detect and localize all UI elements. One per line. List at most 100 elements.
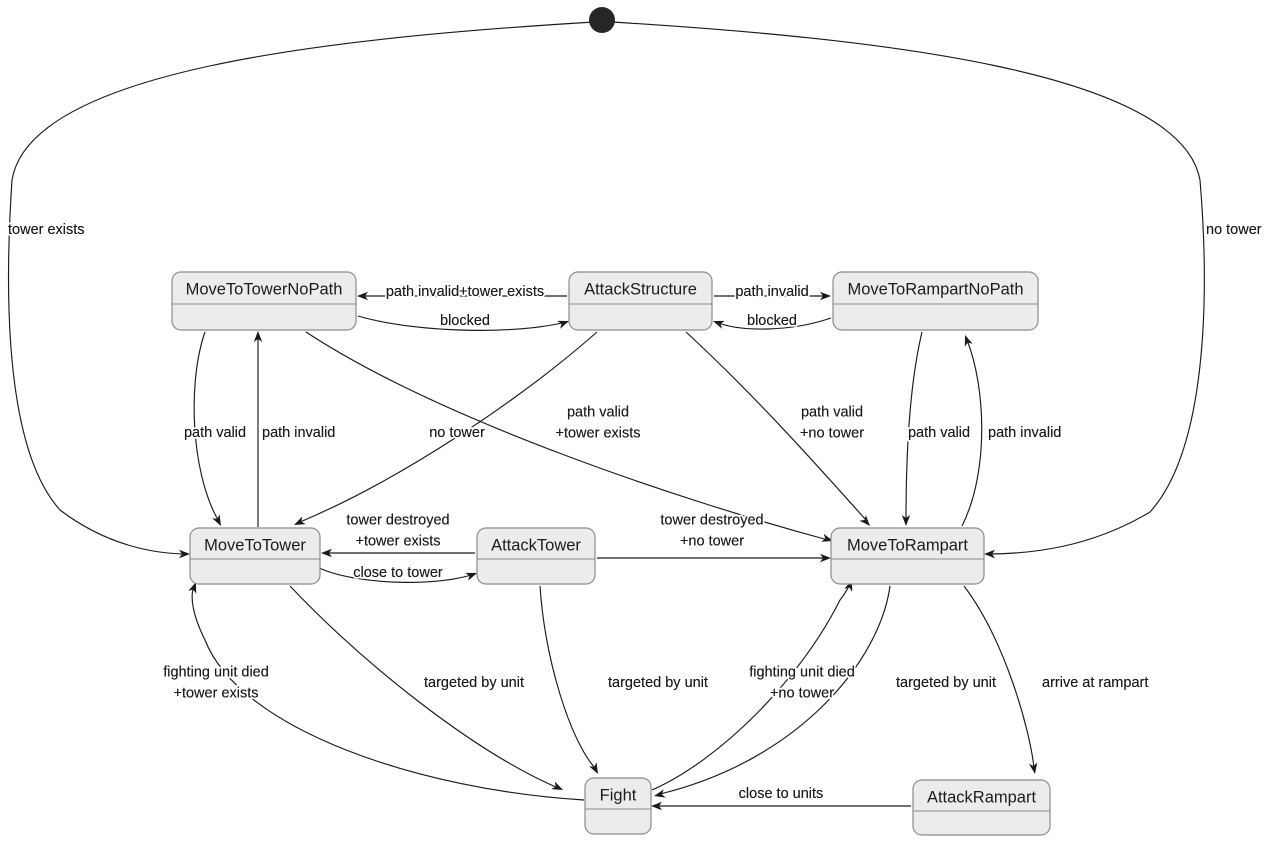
edge-label-halo: targeted by unit (608, 675, 708, 691)
state-node-movetorampartnopath[interactable]: MoveToRampartNoPath (832, 271, 1039, 331)
edge-label-halo: +tower exists (555, 425, 640, 441)
edge-label: path invalid (735, 284, 808, 300)
edge-label-halo: +tower exists (173, 685, 258, 701)
arrow-head (651, 801, 662, 811)
edge-label: targeted by unit (424, 675, 524, 691)
edge-label-halo: path valid (801, 404, 863, 420)
state-node-box[interactable] (912, 779, 1051, 836)
edge-label: tower destroyed (346, 512, 449, 528)
edge-attackstructure-to-movetorampartnopath (714, 291, 831, 301)
edge-path (357, 315, 567, 331)
edge-attacktower-to-fight (539, 585, 598, 774)
edge-path (685, 331, 867, 521)
edge-label: +no tower (800, 425, 864, 441)
state-node-box[interactable] (832, 271, 1039, 331)
state-node-attackrampart[interactable]: AttackRampart (912, 779, 1051, 836)
edge-label: targeted by unit (608, 675, 708, 691)
edge-label: arrive at rampart (1042, 675, 1148, 691)
edge-movetotowernopath-to-attackstructure (357, 315, 569, 331)
edge-label-halo: arrive at rampart (1042, 675, 1148, 691)
arrow-head (713, 320, 725, 329)
edge-label-halo: targeted by unit (424, 675, 524, 691)
edge-label: no tower (429, 425, 485, 441)
arrow-head (212, 514, 221, 526)
state-node-box[interactable] (476, 527, 596, 585)
state-node-label: MoveToTowerNoPath (186, 280, 343, 298)
edge-label: +tower exists (173, 685, 258, 701)
edge-label: path valid (908, 425, 970, 441)
state-node-label: AttackTower (491, 536, 581, 554)
edge-path (299, 331, 598, 523)
edge-label-halo: targeted by unit (896, 675, 996, 691)
edge-movetotower-to-movetotowernopath (253, 331, 263, 527)
edge-path (7, 21, 595, 555)
state-node-box[interactable] (830, 527, 985, 585)
edge-label: blocked (440, 313, 490, 329)
edge-label-halo: close to tower (353, 565, 443, 581)
state-node-box[interactable] (189, 527, 321, 585)
edge-label-halo: path valid (908, 425, 970, 441)
edge-label: path invalid (988, 425, 1061, 441)
arrow-head (179, 549, 190, 559)
edge-label: targeted by unit (896, 675, 996, 691)
edge-attackstructure-to-movetotowernopath (357, 291, 567, 301)
state-node-box[interactable] (568, 271, 713, 331)
state-node-fight[interactable]: Fight (584, 777, 652, 835)
arrow-head (294, 516, 306, 525)
edge-movetotower-to-fight (289, 585, 563, 790)
state-node-movetotower[interactable]: MoveToTower (189, 527, 321, 585)
edge-path (193, 331, 219, 521)
state-node-label: AttackStructure (584, 280, 697, 298)
arrow-head (820, 553, 831, 563)
edge-label-halo: close to units (739, 786, 824, 802)
edge-label-halo: no tower (1206, 222, 1262, 238)
edge-label: tower destroyed (660, 512, 763, 528)
state-node-attacktower[interactable]: AttackTower (476, 527, 596, 585)
edge-movetotower-to-attacktower (318, 567, 477, 583)
edge-label-halo: path invalid+tower exists (386, 284, 544, 300)
edge-path (905, 331, 923, 521)
state-node-label: MoveToTower (204, 536, 306, 554)
edge-label-halo: path valid (567, 404, 629, 420)
edge-movetorampartnopath-to-attackstructure (713, 317, 832, 330)
state-node-attackstructure[interactable]: AttackStructure (568, 271, 713, 331)
edge-label-halo: +no tower (770, 685, 834, 701)
state-node-label: MoveToRampartNoPath (847, 280, 1023, 298)
arrow-head (321, 548, 332, 558)
arrow-head (984, 549, 995, 559)
state-node-box[interactable] (171, 271, 357, 331)
state-node-movetotowernopath[interactable]: MoveToTowerNoPath (171, 271, 357, 331)
state-node-box[interactable] (584, 777, 652, 835)
edge-label-halo: path invalid (988, 425, 1061, 441)
state-node-movetorampart[interactable]: MoveToRampart (830, 527, 985, 585)
arrow-head (901, 515, 911, 526)
edge-path (539, 585, 596, 769)
edge-label: +no tower (680, 533, 744, 549)
edge-label-halo: path invalid (735, 284, 808, 300)
edge-label-halo: fighting unit died (163, 664, 269, 680)
edge-path (715, 317, 832, 330)
edge-label-halo: blocked (440, 313, 490, 329)
edge-label: close to tower (353, 565, 443, 581)
edge-label-halo: tower destroyed (660, 512, 763, 528)
edge-path (611, 21, 1205, 555)
edge-attackstructure-to-movetorampart (685, 331, 870, 526)
edge-movetorampart-to-fight (654, 585, 891, 798)
edge-start-to-movetorampart (611, 21, 1205, 559)
arrow-head (964, 335, 973, 347)
arrow-head (859, 515, 870, 526)
edge-label: tower exists (8, 222, 85, 238)
edge-label: path valid (184, 425, 246, 441)
edge-path (191, 585, 585, 801)
edge-movetorampart-to-attackrampart (963, 585, 1038, 774)
edge-path (289, 585, 559, 789)
edge-label: fighting unit died (163, 664, 269, 680)
state-node-label: Fight (600, 786, 637, 804)
start-state-node (589, 7, 615, 33)
edge-path (961, 339, 983, 527)
edge-movetorampartnopath-to-movetorampart (901, 331, 923, 526)
edge-path (963, 585, 1035, 769)
edge-attackrampart-to-fight (651, 801, 911, 811)
